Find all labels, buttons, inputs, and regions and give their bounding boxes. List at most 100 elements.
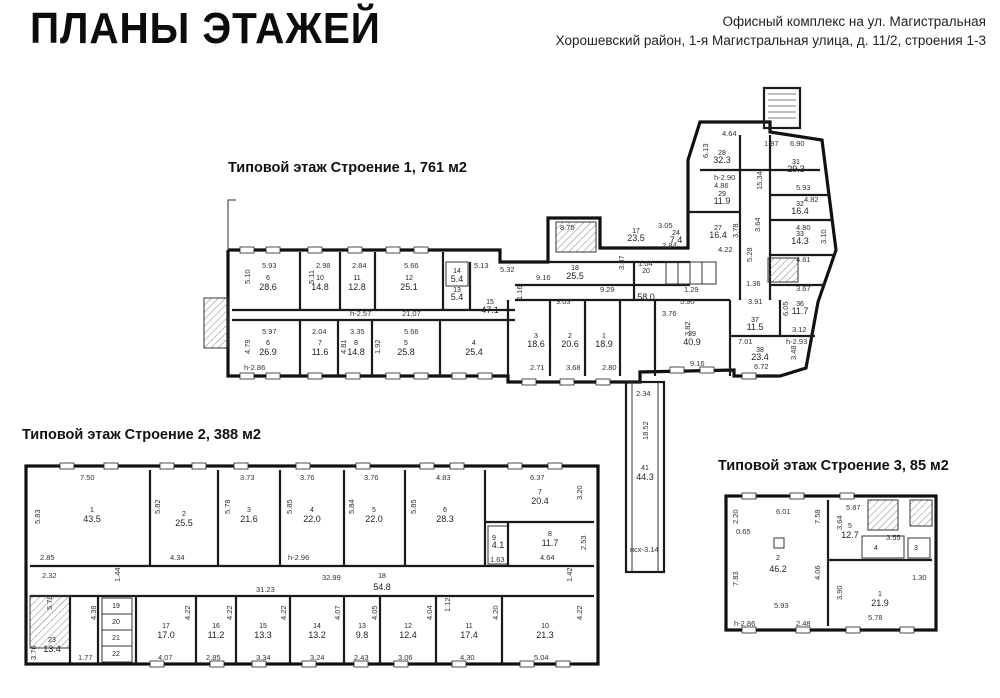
svg-text:5.78: 5.78 bbox=[223, 499, 232, 514]
b1-room-18-area: 25.5 bbox=[566, 271, 584, 281]
svg-text:3.76: 3.76 bbox=[29, 645, 38, 660]
building3-label: Типовой этаж Строение 3, 85 м2 bbox=[718, 458, 949, 474]
b1-room-28-area: 32.3 bbox=[713, 155, 731, 165]
svg-text:15: 15 bbox=[486, 299, 494, 306]
b3-room-1-area: 21.9 bbox=[871, 598, 889, 608]
svg-text:3.20: 3.20 bbox=[575, 485, 584, 500]
svg-text:2.84: 2.84 bbox=[352, 261, 367, 270]
svg-text:2.48: 2.48 bbox=[796, 619, 811, 628]
b1-room-10-area: 14.8 bbox=[311, 282, 329, 292]
b1-room-41-area: 44.3 bbox=[636, 472, 654, 482]
svg-text:5.87: 5.87 bbox=[846, 503, 861, 512]
b2-room-15-area: 13.3 bbox=[254, 630, 272, 640]
b1-room-12-area: 25.1 bbox=[400, 282, 418, 292]
svg-text:14: 14 bbox=[313, 623, 321, 630]
svg-text:3.64: 3.64 bbox=[835, 515, 844, 530]
b1-room-39-area: 40.9 bbox=[683, 337, 701, 347]
svg-text:37: 37 bbox=[751, 317, 759, 324]
building2-label: Типовой этаж Строение 2, 388 м2 bbox=[22, 427, 261, 443]
svg-text:10: 10 bbox=[541, 623, 549, 630]
svg-text:8: 8 bbox=[548, 531, 552, 538]
b2-room-19-number: 19 bbox=[112, 603, 120, 610]
svg-text:5.85: 5.85 bbox=[409, 499, 418, 514]
b2-room-22-number: 22 bbox=[112, 651, 120, 658]
svg-text:2.85: 2.85 bbox=[40, 553, 55, 562]
svg-text:3.55: 3.55 bbox=[886, 533, 901, 542]
svg-text:псх-3.14: псх-3.14 bbox=[630, 545, 659, 554]
b1-room-29-area: 11.9 bbox=[714, 196, 731, 206]
svg-text:4.86: 4.86 bbox=[714, 181, 729, 190]
svg-text:6.01: 6.01 bbox=[776, 507, 791, 516]
svg-text:6: 6 bbox=[443, 507, 447, 514]
svg-text:3.82: 3.82 bbox=[683, 321, 692, 336]
b1-room-2-area: 20.6 bbox=[561, 339, 579, 349]
svg-text:41: 41 bbox=[641, 465, 649, 472]
svg-text:1.12: 1.12 bbox=[443, 597, 452, 612]
b2-room-14-area: 13.2 bbox=[308, 630, 326, 640]
svg-text:32: 32 bbox=[796, 201, 804, 208]
svg-text:1.63: 1.63 bbox=[490, 555, 505, 564]
b2-room-17-area: 17.0 bbox=[157, 630, 175, 640]
svg-text:4.06: 4.06 bbox=[813, 565, 822, 580]
svg-text:2.84: 2.84 bbox=[662, 241, 677, 250]
svg-text:3.76: 3.76 bbox=[662, 309, 677, 318]
complex-name: Офисный комплекс на ул. Магистральная bbox=[722, 14, 986, 29]
svg-text:5.93: 5.93 bbox=[774, 601, 789, 610]
svg-text:1.30: 1.30 bbox=[912, 573, 927, 582]
svg-text:3.10: 3.10 bbox=[819, 229, 828, 244]
svg-text:3.68: 3.68 bbox=[566, 363, 581, 372]
svg-text:h-2.96: h-2.96 bbox=[288, 553, 309, 562]
b2-room-12-area: 12.4 bbox=[399, 630, 417, 640]
svg-text:3.67: 3.67 bbox=[796, 284, 811, 293]
b1-room-5-area: 25.8 bbox=[397, 347, 415, 357]
b3-room-2-area: 46.2 bbox=[769, 564, 787, 574]
svg-text:7.50: 7.50 bbox=[80, 473, 95, 482]
b2-room-10-area: 21.3 bbox=[536, 630, 554, 640]
svg-text:5.04: 5.04 bbox=[534, 653, 549, 662]
svg-text:1.29: 1.29 bbox=[684, 285, 699, 294]
svg-text:8: 8 bbox=[354, 340, 358, 347]
b1-room-11-area: 12.8 bbox=[348, 282, 366, 292]
svg-text:5.32: 5.32 bbox=[500, 265, 515, 274]
b3-room-5-number: 5 bbox=[848, 523, 852, 530]
svg-text:28: 28 bbox=[718, 150, 726, 157]
svg-text:23: 23 bbox=[48, 637, 56, 644]
svg-text:7.58: 7.58 bbox=[813, 509, 822, 524]
svg-text:4.22: 4.22 bbox=[718, 245, 733, 254]
header-info: Офисный комплекс на ул. Магистральная Хо… bbox=[556, 12, 986, 50]
b3-room-5-area: 12.7 bbox=[841, 530, 859, 540]
b1-room-15-area: 47.1 bbox=[481, 305, 499, 315]
svg-text:7.01: 7.01 bbox=[738, 337, 753, 346]
svg-text:17: 17 bbox=[632, 228, 640, 235]
svg-text:3.12: 3.12 bbox=[792, 325, 807, 334]
svg-text:9.16: 9.16 bbox=[690, 359, 705, 368]
svg-text:3.35: 3.35 bbox=[350, 327, 365, 336]
svg-text:4.64: 4.64 bbox=[722, 129, 737, 138]
svg-text:9: 9 bbox=[492, 535, 496, 542]
b1-room-8-area: 14.8 bbox=[347, 347, 365, 357]
svg-text:4: 4 bbox=[310, 507, 314, 514]
svg-text:2: 2 bbox=[182, 511, 186, 518]
svg-text:1: 1 bbox=[602, 333, 606, 340]
b1-room-4-area: 25.4 bbox=[465, 347, 483, 357]
svg-text:2.32: 2.32 bbox=[42, 571, 57, 580]
b2-room-2-area: 25.5 bbox=[175, 518, 193, 528]
b2-room-20-number: 20 bbox=[112, 619, 120, 626]
svg-text:h-2.86: h-2.86 bbox=[734, 619, 755, 628]
svg-text:17: 17 bbox=[162, 623, 170, 630]
b1-room-6b-area: 26.9 bbox=[259, 347, 277, 357]
b1-room-7-area: 11.6 bbox=[312, 347, 329, 357]
svg-text:2.85: 2.85 bbox=[206, 653, 221, 662]
svg-text:5.78: 5.78 bbox=[45, 595, 54, 610]
svg-text:7.83: 7.83 bbox=[731, 571, 740, 586]
b3-room-3-number: 3 bbox=[914, 545, 918, 552]
svg-text:6.37: 6.37 bbox=[530, 473, 545, 482]
b1-room-1-area: 18.9 bbox=[595, 339, 613, 349]
svg-text:5.11: 5.11 bbox=[307, 270, 316, 284]
svg-text:15.34: 15.34 bbox=[755, 171, 764, 190]
b1-room-17-area: 23.5 bbox=[627, 233, 645, 243]
svg-text:13: 13 bbox=[358, 623, 366, 630]
svg-text:9.03: 9.03 bbox=[556, 297, 571, 306]
svg-text:2.80: 2.80 bbox=[602, 363, 617, 372]
